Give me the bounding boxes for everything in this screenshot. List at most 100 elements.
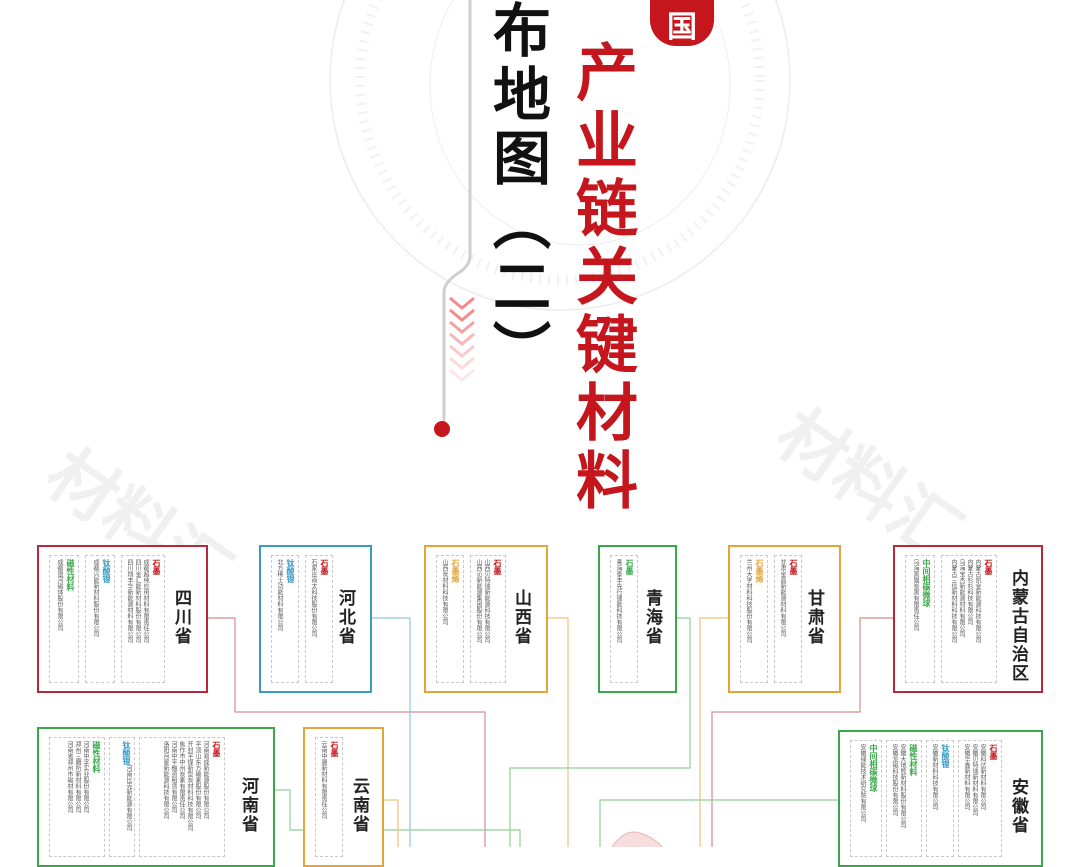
chevron-down-icon — [449, 296, 475, 382]
category-label: 钛酸锂 — [941, 744, 950, 768]
category-label: 磁性材料 — [66, 559, 75, 591]
province-card-neimenggu[interactable]: 内蒙古自治区 石墨 内蒙古凯金新能源科技有限公司 内蒙古杉杉科技有限公司 乌海宝… — [893, 545, 1043, 693]
company-name: 开封平煤新型炭材料科技有限公司 — [186, 741, 193, 831]
province-card-yunnan[interactable]: 云南省 石墨 云南中晟新材料有限责任公司 — [303, 727, 384, 867]
company-name: 安徽贝特瑞新材料有限公司 — [971, 744, 978, 816]
province-name: 河北省 — [335, 589, 355, 646]
category-group: 石墨 山西贝特瑞新能源科技有限公司 山西沁新能源集团股份有限公司 — [470, 555, 506, 683]
company-name: 河南易成新能源股份有限公司 — [202, 741, 209, 819]
category-label: 石墨 — [625, 559, 634, 575]
category-label: 石墨 — [330, 741, 339, 757]
company-name: 山西炭材料科技有限公司 — [441, 559, 448, 625]
company-name: 乌海宝杰新能源材料有限公司 — [958, 559, 965, 637]
company-name: 河南中孚实业股份有限公司 — [82, 741, 89, 813]
category-label: 中间相碳微球 — [922, 559, 931, 607]
province-name: 青海省 — [642, 589, 662, 646]
background-circle-decoration — [329, 0, 791, 311]
category-group: 石墨 青海泰丰先行锂能科技有限公司 — [610, 555, 638, 683]
category-group: 磁性材料 安徽大地熊新材料股份有限公司 安徽龙磁科技股份有限公司 — [886, 740, 922, 857]
category-label: 石墨 — [152, 559, 161, 575]
company-name: 内蒙古三信新材料科技有限公司 — [950, 559, 957, 643]
company-name: 安徽大地熊新材料股份有限公司 — [899, 744, 906, 828]
category-label: 石墨 — [320, 559, 329, 575]
province-name: 云南省 — [349, 777, 369, 834]
header-badge-text: 国 — [667, 10, 697, 45]
page-title-line2: 布地图（二） — [483, 0, 551, 384]
province-card-sichuan[interactable]: 四川省 石墨 成都超纯应用材料有限责任公司 四川金汇能新材料股份有限公司 四川翔… — [37, 545, 208, 693]
company-name: 安徽龙磁科技股份有限公司 — [891, 744, 898, 816]
company-name: 安徽绿能技术研究院有限公司 — [859, 744, 866, 822]
connector-lines — [208, 617, 893, 847]
company-name: 成都超纯应用材料有限责任公司 — [142, 559, 149, 643]
category-group: 石墨 石家庄尚太科技股份有限公司 — [305, 555, 333, 683]
category-label: 磁性材料 — [909, 744, 918, 776]
category-group: 石墨 河南易成新能源股份有限公司 平顶山东方碳素股份有限公司 开封平煤新型炭材料… — [139, 737, 225, 857]
company-name: 成都银河磁体股份有限公司 — [56, 559, 63, 631]
category-group: 钛酸锂 成都兴能新材料股份有限公司 — [85, 555, 115, 683]
company-name: 云南中晟新材料有限责任公司 — [320, 741, 327, 819]
title-dot — [434, 421, 450, 437]
category-label: 钛酸锂 — [286, 559, 295, 583]
category-label: 石墨 — [493, 559, 502, 575]
company-name: 内蒙古杉杉科技有限公司 — [966, 559, 973, 625]
category-group: 中间相碳微球 安徽绿能技术研究院有限公司 — [850, 740, 882, 857]
company-name: 河南省郑州市磁材有限公司 — [66, 741, 73, 813]
company-name: 成都兴能新材料股份有限公司 — [92, 559, 99, 637]
province-name: 甘肃省 — [804, 589, 824, 646]
company-name: 兰州大学材料科技股份有限公司 — [745, 559, 752, 643]
category-group: 石墨烯 兰州大学材料科技股份有限公司 — [740, 555, 768, 683]
category-group: 石墨 内蒙古凯金新能源科技有限公司 内蒙古杉杉科技有限公司 乌海宝杰新能源材料有… — [941, 555, 997, 683]
category-label: 钛酸锂 — [102, 559, 111, 583]
company-name: 安徽科达新材料有限公司 — [979, 744, 986, 810]
company-name: 安徽新材料科技有限公司 — [931, 744, 938, 810]
category-label: 石墨烯 — [451, 559, 460, 583]
company-name: 北方稀土功能材料有限公司 — [276, 559, 283, 631]
company-name: 平顶山东方碳素股份有限公司 — [194, 741, 201, 819]
category-label: 石墨烯 — [755, 559, 764, 583]
province-name: 河南省 — [238, 777, 258, 834]
company-name: 河南中平融资租赁有限公司 — [170, 741, 177, 813]
province-name: 四川省 — [171, 589, 191, 646]
province-name: 安徽省 — [1008, 778, 1028, 835]
category-label: 中间相碳微球 — [869, 744, 878, 792]
company-name: 四川金汇能新材料股份有限公司 — [134, 559, 141, 643]
category-label: 磁性材料 — [92, 741, 101, 773]
category-label: 石墨 — [212, 741, 221, 757]
category-label: 石墨 — [984, 559, 993, 575]
category-group: 石墨 安徽科达新材料有限公司 安徽贝特瑞新材料有限公司 安徽华鑫新材料有限公司 — [958, 740, 1002, 857]
title-accent-line — [434, 0, 475, 437]
company-name: 山西贝特瑞新能源科技有限公司 — [483, 559, 490, 643]
category-group: 钛酸锂 河南比克新能源有限公司 — [109, 737, 135, 857]
category-group: 石墨烯 山西炭材料科技有限公司 — [436, 555, 464, 683]
company-name: 洛阳月星新能源科技有限公司 — [162, 741, 169, 819]
province-card-gansu[interactable]: 甘肃省 石墨 甘肃金昌新能源材料有限公司 石墨烯 兰州大学材料科技股份有限公司 — [728, 545, 841, 693]
company-name: 内蒙古凯金新能源科技有限公司 — [974, 559, 981, 643]
category-group: 石墨 甘肃金昌新能源材料有限公司 — [774, 555, 802, 683]
province-card-hebei[interactable]: 河北省 石墨 石家庄尚太科技股份有限公司 钛酸锂 北方稀土功能材料有限公司 — [259, 545, 372, 693]
company-name: 甘肃金昌新能源材料有限公司 — [779, 559, 786, 637]
category-group: 石墨 成都超纯应用材料有限责任公司 四川金汇能新材料股份有限公司 四川翔丰华新能… — [121, 555, 165, 683]
company-name: 郑州三磨所新材料有限公司 — [74, 741, 81, 813]
category-group: 钛酸锂 安徽新材料科技有限公司 — [926, 740, 954, 857]
company-name: 石家庄尚太科技股份有限公司 — [310, 559, 317, 637]
map-shape — [611, 831, 663, 847]
province-card-shanxi[interactable]: 山西省 石墨 山西贝特瑞新能源科技有限公司 山西沁新能源集团股份有限公司 石墨烯… — [424, 545, 548, 693]
category-group: 磁性材料 河南中孚实业股份有限公司 郑州三磨所新材料有限公司 河南省郑州市磁材有… — [49, 737, 105, 857]
company-name: 青海泰丰先行锂能科技有限公司 — [615, 559, 622, 643]
province-name: 内蒙古自治区 — [1008, 569, 1028, 683]
category-group: 钛酸锂 北方稀土功能材料有限公司 — [271, 555, 299, 683]
company-name: 河南比克新能源有限公司 — [125, 765, 132, 831]
company-name: 焦作市中州炭素有限责任公司 — [178, 741, 185, 819]
category-label: 石墨 — [789, 559, 798, 575]
company-name: 乌海黑猫炭黑有限责任公司 — [912, 559, 919, 631]
header-badge: 国 — [650, 0, 714, 46]
province-card-anhui[interactable]: 安徽省 石墨 安徽科达新材料有限公司 安徽贝特瑞新材料有限公司 安徽华鑫新材料有… — [838, 730, 1043, 867]
company-name: 山西沁新能源集团股份有限公司 — [475, 559, 482, 643]
category-group: 中间相碳微球 乌海黑猫炭黑有限责任公司 — [905, 555, 935, 683]
company-name: 安徽华鑫新材料有限公司 — [963, 744, 970, 810]
category-group: 磁性材料 成都银河磁体股份有限公司 — [49, 555, 79, 683]
company-name: 四川翔丰华新能源材料有限公司 — [126, 559, 133, 643]
province-card-henan[interactable]: 河南省 石墨 河南易成新能源股份有限公司 平顶山东方碳素股份有限公司 开封平煤新… — [37, 727, 275, 867]
category-group: 石墨 云南中晟新材料有限责任公司 — [315, 737, 343, 857]
province-card-qinghai[interactable]: 青海省 石墨 青海泰丰先行锂能科技有限公司 — [598, 545, 677, 693]
